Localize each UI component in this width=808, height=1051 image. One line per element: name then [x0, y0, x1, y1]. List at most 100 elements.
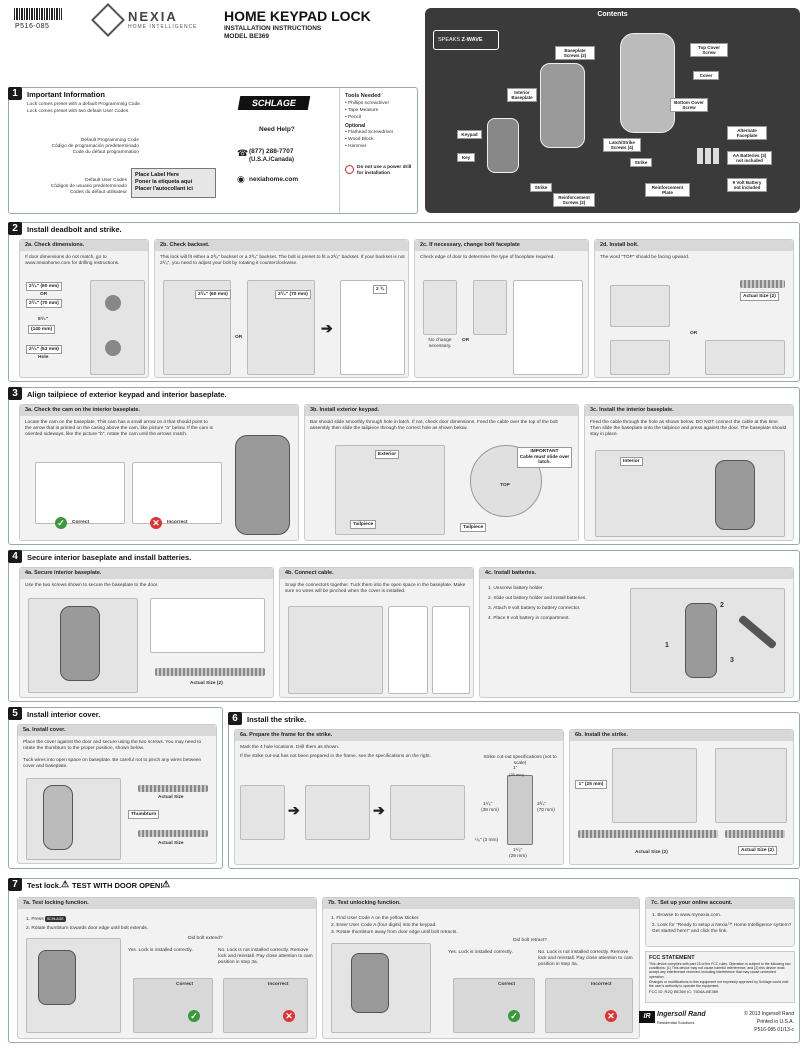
panel-title: 7c. Set up your online account.	[646, 898, 794, 909]
panel-text: If door dimensions do not match, go to w…	[25, 255, 120, 266]
panel-6b: 6b. Install the strike. 1" (25 mm) Actua…	[569, 729, 794, 865]
cable-illus	[288, 606, 383, 694]
panel-title: 5a. Install cover.	[18, 725, 216, 736]
screw-actual-size	[138, 785, 208, 792]
actual-size-label: Actual Size	[158, 841, 184, 846]
spec-dim: (38 mm)	[481, 808, 499, 813]
panel-4a: 4a. Secure interior baseplate. Use the t…	[19, 567, 274, 698]
nexia-logo-icon	[91, 3, 125, 37]
contents-label: 9 Volt Battery not included	[727, 178, 767, 192]
step: 2. Rotate thumbturn towards door edge un…	[26, 926, 149, 931]
contents-title: Contents	[597, 11, 628, 18]
step: 2. Slide out battery holder and install …	[488, 596, 587, 601]
panel-title: 2c. If necessary, change bolt faceplate	[415, 240, 588, 251]
section-title: Important Information	[27, 90, 105, 99]
panel-2b: 2b. Check backset. This lock will fit ei…	[154, 239, 409, 378]
tool-item: • Tape Measure	[345, 108, 379, 113]
step: 3. Attach 9 volt battery to battery conn…	[488, 606, 581, 611]
section-number: 7	[8, 878, 22, 891]
strike-illus	[715, 748, 787, 823]
no-answer: No. Lock is not installed correctly. Rem…	[538, 950, 633, 967]
panel-title: 6a. Prepare the frame for the strike.	[235, 730, 563, 741]
baseplate-illus	[60, 606, 100, 681]
contents-label: Baseplate Screws (2)	[555, 46, 595, 60]
fcc-title: FCC STATEMENT	[649, 955, 695, 961]
panel-text: Locate the cam on the baseplate. This ca…	[25, 420, 213, 437]
contents-label: Keypad	[457, 130, 482, 139]
cover-shape	[43, 785, 73, 850]
section-3: 3 Align tailpiece of exterior keypad and…	[8, 387, 800, 545]
faceplate-illus	[473, 280, 507, 335]
contents-label: Interior Baseplate	[507, 88, 537, 102]
tool-item: • Pencil	[345, 115, 362, 120]
panel-text: If the strike cut-out has not been prepa…	[240, 754, 431, 759]
yes-answer: Yes. Lock is installed correctly.	[128, 948, 193, 953]
correct-label: Correct	[498, 982, 516, 987]
panel-3c: 3c. Install the interior baseplate. Feed…	[584, 404, 794, 541]
footer-brand: Ingersoll Rand	[657, 1011, 706, 1018]
doc-title: HOME KEYPAD LOCK	[224, 8, 371, 24]
phone-region: (U.S.A./Canada)	[249, 157, 295, 163]
correct-label: Correct	[72, 520, 90, 525]
section-number: 5	[8, 707, 22, 720]
incorrect-icon: ✕	[150, 517, 162, 529]
schlage-logo: SCHLAGE	[237, 96, 311, 110]
section-4: 4 Secure interior baseplate and install …	[8, 550, 800, 702]
barcode	[14, 8, 62, 20]
section-number: 2	[8, 222, 22, 235]
incorrect-icon: ✕	[605, 1010, 617, 1022]
incorrect-label: Incorrect	[167, 520, 188, 525]
contents-label: Reinforcement Plate	[645, 183, 690, 197]
dim-label: OR	[40, 292, 48, 297]
phone-icon: ☎	[237, 148, 249, 158]
no-change-text: No change necessary.	[428, 338, 452, 349]
section-title: Secure interior baseplate and install ba…	[27, 553, 192, 562]
footer-brand-sub: Residential Solutions	[657, 1020, 695, 1025]
doc-code: P516-085 01/13-c	[754, 1027, 794, 1033]
contents-label: Cover	[693, 71, 719, 80]
brand-sub: HOME INTELLIGENCE	[128, 24, 198, 30]
phone-number: (877) 288-7707	[249, 148, 294, 155]
correct-label: Correct	[176, 982, 194, 987]
actual-size-label: Actual Size	[158, 795, 184, 800]
bolt-install-illus	[610, 285, 670, 327]
frame-drill-illus	[390, 785, 465, 840]
or-text: OR	[690, 331, 698, 336]
correct-icon: ✓	[55, 517, 67, 529]
optional-title: Optional	[345, 123, 366, 129]
bolt-install-illus	[610, 340, 670, 375]
website[interactable]: nexiahome.com	[249, 176, 299, 183]
top-label: TOP	[500, 483, 510, 488]
panel-title: 3a. Check the cam on the interior basepl…	[20, 405, 298, 416]
dim-label: 2³/₄" (70 mm)	[26, 299, 62, 308]
cover-illus	[26, 778, 121, 860]
tools-title: Tools Needed	[345, 93, 381, 99]
incorrect-illus	[545, 978, 633, 1033]
screw-actual-size	[155, 668, 265, 676]
globe-icon: ◉	[237, 174, 245, 184]
panel-3b: 3b. Install exterior keypad. Bar should …	[304, 404, 579, 541]
screw-actual-size	[138, 830, 208, 837]
section-6: 6 Install the strike. 6a. Prepare the fr…	[228, 712, 800, 869]
actual-size-label: Actual Size (2)	[738, 846, 777, 855]
contents-label: Strike	[530, 183, 552, 192]
section-number: 6	[228, 712, 242, 725]
arrow-right-icon: ➔	[373, 802, 385, 818]
section-number: 4	[8, 550, 22, 563]
dim-label: 2³/₈" (60 mm)	[26, 282, 62, 291]
info-bullet: Lock comes preset with two default User …	[27, 109, 129, 114]
fcc-box: FCC STATEMENT This device complies with …	[645, 951, 795, 1003]
step: 3. Rotate thumbturn away from door edge …	[331, 930, 458, 935]
spec-dim: (70 mm)	[537, 808, 555, 813]
spec-dim: 1"	[513, 766, 518, 771]
doc-subtitle: INSTALLATION INSTRUCTIONS	[224, 25, 322, 32]
long-screw-actual	[578, 830, 718, 838]
fcc-text: This device complies with part 15 of the…	[649, 962, 791, 979]
panel-text: Use the two screws shown to secure the b…	[25, 583, 159, 588]
strike-spec-illus	[507, 775, 533, 845]
section-2: 2 Install deadbolt and strike. 2a. Check…	[8, 222, 800, 382]
ingersoll-logo-icon: IR	[639, 1011, 655, 1023]
connector-illus	[432, 606, 470, 694]
test-warning: TEST WITH DOOR OPEN!	[72, 881, 163, 890]
